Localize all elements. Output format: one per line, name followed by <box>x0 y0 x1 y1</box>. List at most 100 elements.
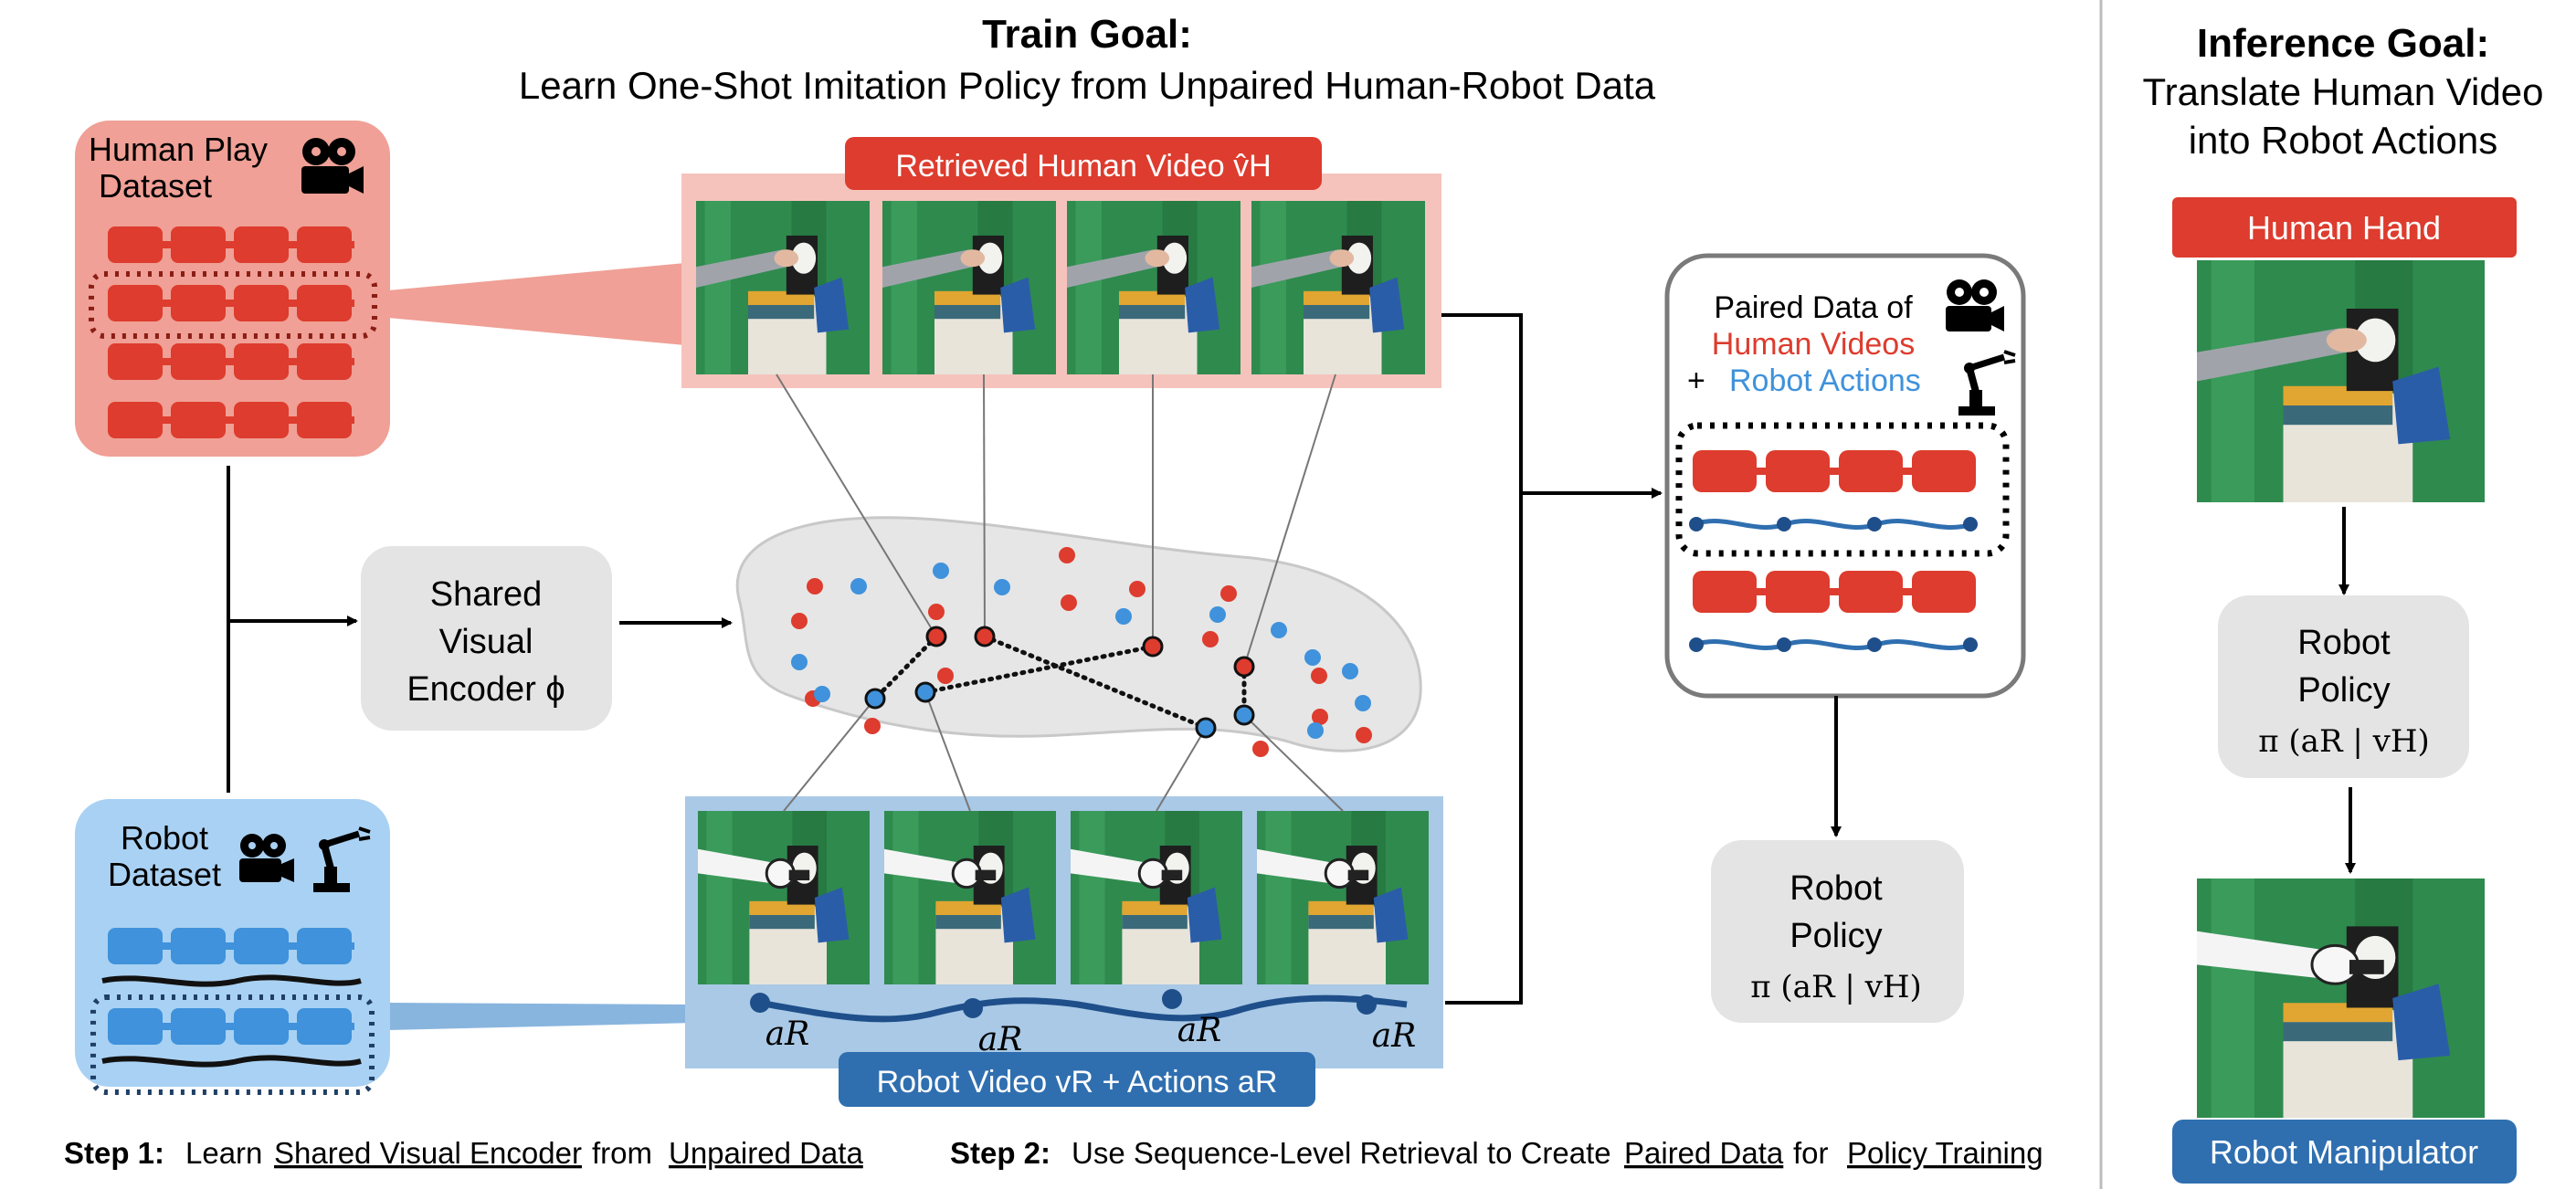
paired-action-dot <box>1777 517 1791 531</box>
robot-dataset-zoom-wedge <box>388 1003 694 1030</box>
human-data-block <box>108 226 163 263</box>
query-robot-point <box>1233 704 1255 726</box>
human-dataset-rows <box>108 226 354 438</box>
robot-policy-label-1: Robot <box>1789 869 1883 908</box>
paired-data-box: Paired Data of Human Videos + Robot Acti… <box>1664 253 2026 699</box>
train-goal-subtitle: Learn One-Shot Imitation Policy from Unp… <box>519 64 1656 107</box>
robot-video-label: Robot Video vR + Actions aR <box>877 1065 1278 1100</box>
robot-data-block <box>234 1008 289 1045</box>
retrieval-pair-link <box>872 634 939 701</box>
paired-action-dot <box>1963 637 1978 652</box>
encoder-label-3: Encoder ϕ <box>406 670 565 709</box>
human-video-frame <box>1251 201 1425 374</box>
action-label: aR <box>1372 1017 1417 1055</box>
robot-action-dot <box>750 993 770 1013</box>
human-embedding-point <box>1356 727 1372 743</box>
robot-data-block <box>108 928 163 964</box>
paired-selected-box <box>1675 422 2010 557</box>
inference-robot-frame <box>2197 879 2485 1118</box>
query-robot-point <box>864 688 886 710</box>
human-dataset-label-2: Dataset <box>99 167 212 205</box>
human-video-frame <box>2197 260 2485 502</box>
robot-embedding-point <box>1209 606 1226 623</box>
robot-embedding-point <box>1115 608 1132 625</box>
human-data-block <box>234 285 289 321</box>
robot-policy-box: Robot Policy π (aR | vH) <box>1711 840 1964 1023</box>
shared-visual-encoder: Shared Visual Encoder ϕ <box>361 546 612 731</box>
data-row-connector <box>108 1023 354 1030</box>
camera-icon <box>1946 279 2004 331</box>
retrieval-links <box>776 374 1344 812</box>
robot-policy-formula: π (aR | vH) <box>1750 969 1921 1005</box>
human-hand-label-box <box>2172 197 2517 258</box>
robot-video-frame <box>698 811 870 984</box>
human-data-block <box>234 402 289 438</box>
robot-dataset: Robot Dataset <box>75 799 390 1095</box>
robot-action-wave <box>101 1055 362 1068</box>
robot-arm-icon <box>313 826 371 892</box>
human-embedding-point <box>1059 547 1075 563</box>
paired-action-dot <box>1777 637 1791 652</box>
inference-human-frame <box>2197 260 2485 502</box>
retrieved-human-point <box>1142 636 1164 658</box>
robot-embedding-point <box>1355 695 1371 711</box>
data-row-connector <box>108 300 354 307</box>
encoder-label-1: Shared <box>430 575 543 614</box>
paired-human-block <box>1766 571 1830 613</box>
paired-action-wave <box>1694 639 1974 650</box>
human-data-block <box>108 285 163 321</box>
retrieved-human-point <box>974 626 996 647</box>
robot-embedding-point <box>1271 622 1287 638</box>
inference-policy-label-1: Robot <box>2297 624 2391 662</box>
inference-policy-formula: π (aR | vH) <box>2258 723 2429 760</box>
step1-unpaired-data: Unpaired Data <box>669 1136 863 1170</box>
inference-goal-title: Inference Goal: <box>2197 21 2489 66</box>
robot-data-block <box>234 928 289 964</box>
human-embedding-point <box>1061 594 1077 611</box>
paired-human-block <box>1766 450 1830 492</box>
robot-action-dot <box>1162 989 1182 1009</box>
data-row-connector <box>108 241 354 248</box>
human-embedding-point <box>1220 585 1237 602</box>
human-embedding-point <box>807 578 823 594</box>
robot-video-frame <box>1257 811 1429 984</box>
embedding-points <box>791 547 1372 757</box>
paired-label-1: Paired Data of <box>1714 290 1913 325</box>
human-data-block <box>171 343 226 380</box>
step1-shared-visual-encoder: Shared Visual Encoder <box>274 1136 582 1170</box>
human-data-block <box>234 226 289 263</box>
robot-dataset-label-1: Robot <box>121 819 208 857</box>
human-video-frames <box>696 201 1425 374</box>
human-embedding-point <box>1129 581 1145 597</box>
human-dataset-zoom-wedge <box>388 263 685 345</box>
action-label: aR <box>765 1015 810 1053</box>
inference-policy-label-2: Policy <box>2297 671 2390 710</box>
robot-embedding-point <box>1304 649 1321 666</box>
robot-action-dot <box>963 998 983 1018</box>
paired-action-dot <box>1689 637 1704 652</box>
inference-goal-line1: Translate Human Video <box>2143 70 2544 113</box>
paired-action-dot <box>1867 637 1882 652</box>
human-data-block <box>234 343 289 380</box>
step1-text-1: Learn <box>185 1136 262 1170</box>
human-data-block <box>171 402 226 438</box>
paired-action-dot <box>1963 517 1978 531</box>
robot-embedding-point <box>1342 663 1358 679</box>
selected-robot-row-box <box>90 994 375 1095</box>
retrieval-pair-link <box>982 634 1209 731</box>
paired-action-dot <box>1689 517 1704 531</box>
paired-human-block <box>1693 450 1757 492</box>
robot-video-frame <box>1071 811 1242 984</box>
encoder-label-2: Visual <box>439 623 533 661</box>
step2-text-2: for <box>1793 1136 1829 1170</box>
robot-data-block <box>171 928 226 964</box>
robot-dataset-label-2: Dataset <box>108 856 221 893</box>
data-row-connector <box>108 416 354 424</box>
human-play-dataset: Human Play Dataset <box>75 121 390 457</box>
data-row-connector <box>108 942 354 950</box>
paired-action-wave <box>1694 519 1974 530</box>
paired-human-block <box>1912 571 1976 613</box>
step2-label: Step 2: <box>950 1136 1050 1170</box>
human-dataset-label-1: Human Play <box>89 131 268 168</box>
robot-action-trajectory <box>757 994 1408 1023</box>
